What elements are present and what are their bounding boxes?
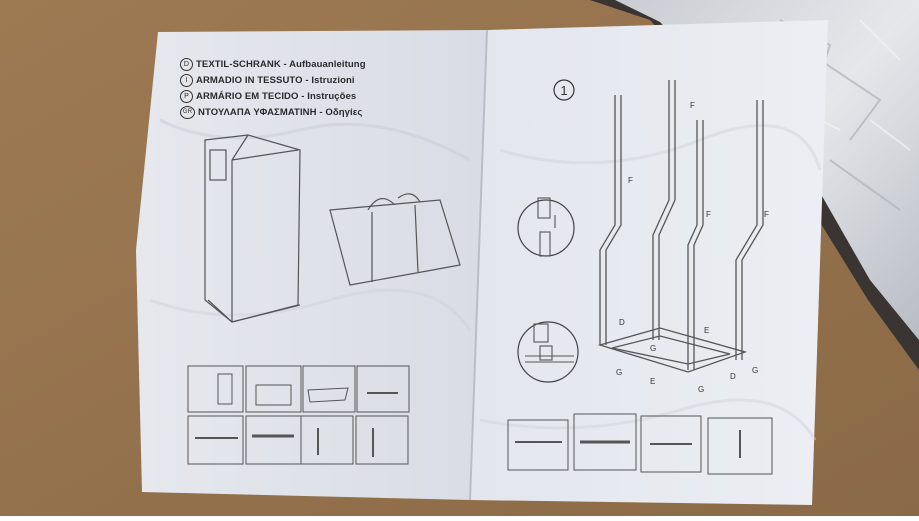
parts-grid-right [507,413,773,475]
pole-label-1: F [628,176,633,185]
part-label-e-top: E [704,326,710,335]
step-circle [553,79,575,101]
bag-illustration [329,193,461,286]
pole-label-2: F [690,101,695,110]
paper-right [470,20,828,505]
joint-detail-bottom [517,321,579,383]
pole-label-3: F [706,210,711,219]
lang-code-gr: GR [180,106,195,119]
foil-surface [615,0,919,340]
part-label-g-bottom: G [698,385,705,394]
lang-code-pt: P [180,90,193,103]
part-label-e-bottom: E [650,377,656,386]
part-label-d-right: D [730,372,736,381]
paper-left [136,30,487,500]
part-label-g-right: G [752,366,759,375]
title-text-pt: ARMÁRIO EM TECIDO - Instruções [196,91,357,103]
wardrobe-illustration [204,134,301,323]
lang-code-it: I [180,74,193,87]
pole-label-4: F [764,210,769,219]
part-label-g-center: G [650,344,657,353]
title-text-it: ARMADIO IN TESSUTO - Istruzioni [196,75,355,87]
lang-code-de: D [180,58,193,71]
part-label-g-left: G [616,368,623,377]
title-text-gr: ΝΤΟΥΛΑΠΑ ΥΦΑΣΜΑΤΙΝΗ - Οδηγίες [198,107,363,119]
parts-grid-left [187,365,410,465]
title-text-de: TEXTIL-SCHRANK - Aufbauanleitung [196,59,366,71]
part-label-d-left: D [619,318,625,327]
step-number: 1 [560,83,567,98]
frame-assembly [597,80,764,373]
